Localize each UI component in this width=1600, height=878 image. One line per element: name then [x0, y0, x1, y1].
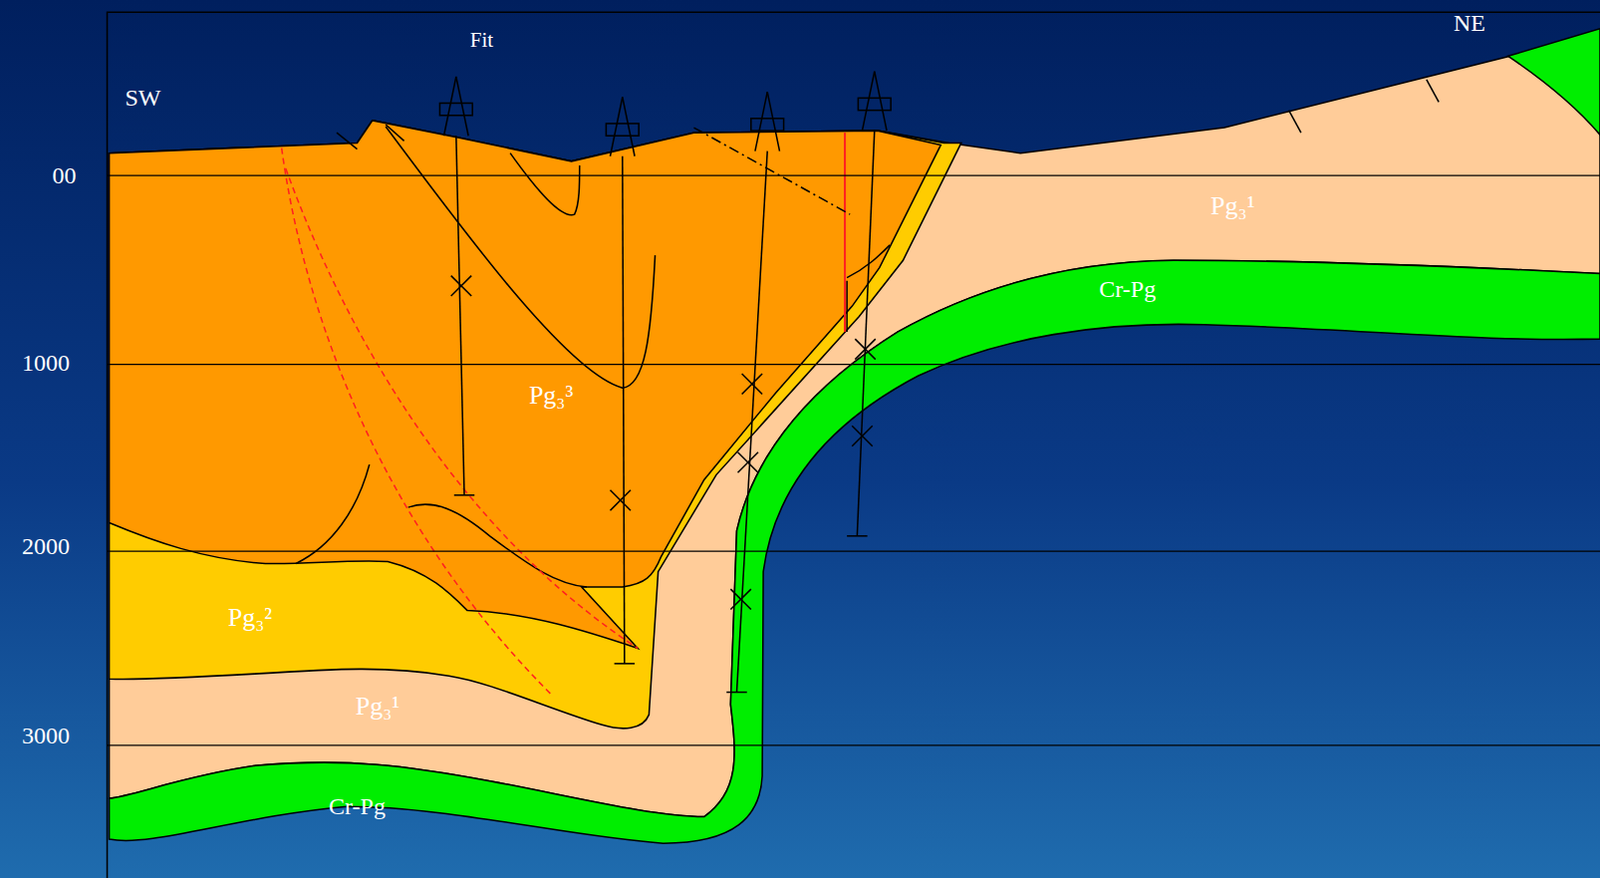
depth-label: 2000	[21, 533, 70, 559]
well-stroke	[854, 338, 875, 359]
well-stroke	[605, 123, 639, 136]
layer-pg31	[109, 30, 1600, 817]
well-stroke	[614, 662, 635, 665]
well-stroke	[609, 490, 630, 511]
well-stroke	[861, 71, 874, 131]
unit-label: Pg₃³	[529, 381, 573, 411]
well-stroke	[856, 130, 874, 536]
well-stroke	[456, 135, 465, 496]
wells	[439, 71, 891, 693]
layer-pg32	[109, 120, 962, 729]
well-stroke	[454, 494, 475, 497]
frame	[107, 11, 1600, 878]
well-stroke	[609, 96, 622, 156]
well-stroke	[439, 102, 473, 115]
layer-pg33	[109, 120, 942, 649]
well-stroke	[857, 97, 891, 110]
structure-lines	[295, 126, 890, 587]
well-stroke	[854, 338, 875, 359]
unit-label: Pg₃¹	[355, 692, 400, 722]
well-stroke	[622, 156, 625, 664]
well-stroke	[736, 151, 768, 693]
well-stroke	[609, 490, 630, 511]
dip-ticks	[336, 79, 1439, 150]
well-stroke	[742, 373, 763, 394]
dash-dot-line	[693, 127, 850, 215]
well-stroke	[622, 96, 635, 156]
well-name: Fit	[470, 28, 494, 52]
depth-label: 3000	[21, 721, 70, 748]
fault-line	[843, 132, 846, 332]
well-stroke	[738, 452, 759, 473]
well-stroke	[755, 91, 768, 151]
well-stroke	[451, 275, 472, 296]
unit-label: Cr-Pg	[328, 793, 386, 819]
direction-label: NE	[1453, 8, 1486, 35]
well-stroke	[874, 71, 887, 131]
layer-crpg-outcrop	[1508, 28, 1600, 136]
well-stroke	[751, 118, 785, 131]
direction-label: SW	[124, 84, 161, 111]
depth-label: 1000	[21, 348, 70, 375]
well-stroke	[851, 425, 872, 446]
well-stroke	[726, 691, 747, 694]
well-stroke	[444, 76, 457, 136]
fault-lines	[281, 148, 638, 695]
well-stroke	[730, 588, 751, 609]
well-stroke	[742, 373, 763, 394]
well-stroke	[767, 91, 780, 151]
depth-label: 00	[52, 162, 77, 189]
depth-lines	[107, 175, 1600, 746]
unit-label: Pg₃²	[228, 602, 272, 632]
well-stroke	[738, 452, 759, 473]
unit-label: Cr-Pg	[1098, 275, 1156, 302]
well-stroke	[456, 76, 469, 136]
well-stroke	[730, 588, 751, 609]
well-stroke	[851, 425, 872, 446]
well-stroke	[451, 275, 472, 296]
unit-label: Pg₃¹	[1210, 192, 1255, 222]
well-stroke	[846, 534, 867, 537]
